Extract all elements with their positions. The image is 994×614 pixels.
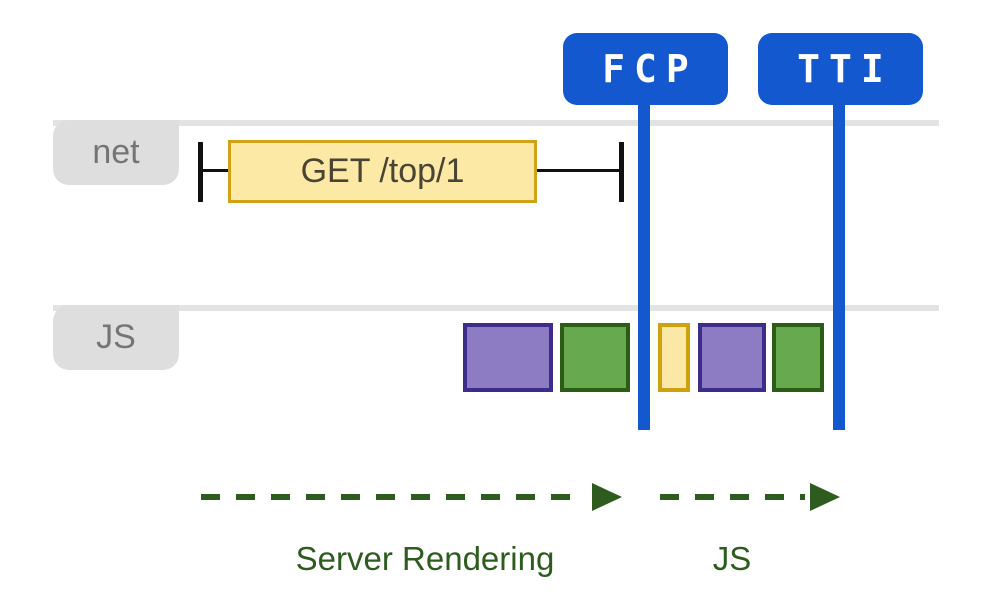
- net-track-label-text: net: [92, 133, 140, 171]
- js-phase-label: JS: [712, 540, 752, 577]
- js-track-label-text: JS: [96, 318, 136, 356]
- fcp-badge-label: FCP: [602, 47, 698, 91]
- js-task-block: [560, 323, 630, 392]
- server-rendering-phase-label: Server Rendering: [295, 540, 555, 577]
- js-task-block: [658, 323, 690, 392]
- js-task-block: [772, 323, 824, 392]
- fcp-marker-line: [638, 105, 650, 430]
- network-request-bar: GET /top/1: [228, 140, 537, 203]
- server-rendering-arrow-dashes: [201, 494, 586, 500]
- tti-badge: TTI: [758, 33, 923, 105]
- js-task-block: [463, 323, 553, 392]
- js-arrowhead-icon: [810, 483, 840, 511]
- network-request-label: GET /top/1: [300, 152, 465, 190]
- fcp-badge: FCP: [563, 33, 728, 105]
- js-arrow: [660, 483, 840, 511]
- js-track-line: [53, 305, 939, 311]
- request-end-connector: [537, 169, 619, 172]
- server-rendering-arrowhead-icon: [592, 483, 622, 511]
- tti-marker-line: [833, 105, 845, 430]
- js-track-label: JS: [53, 305, 179, 370]
- net-track-label: net: [53, 120, 179, 185]
- server-rendering-arrow: [201, 483, 622, 511]
- request-start-tick: [198, 142, 203, 202]
- js-arrow-dashes: [660, 494, 805, 500]
- js-task-block: [698, 323, 766, 392]
- net-track-line: [53, 120, 939, 126]
- request-end-tick: [619, 142, 624, 202]
- request-start-connector: [203, 169, 228, 172]
- tti-badge-label: TTI: [797, 47, 893, 91]
